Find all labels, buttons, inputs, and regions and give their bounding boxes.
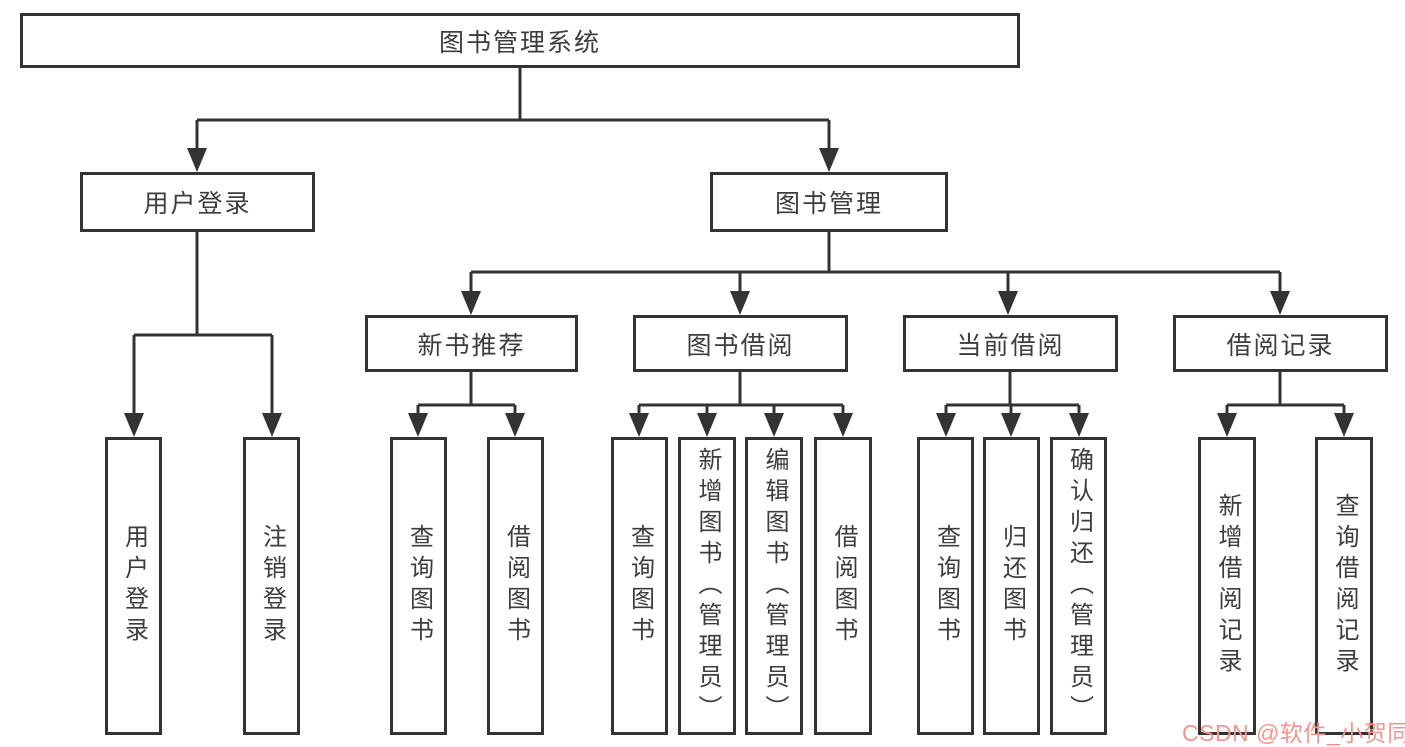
arrow-to-borrow-records <box>1270 291 1290 315</box>
node-borrow-records-label: 借阅记录 <box>1226 331 1335 360</box>
node-add-books-admin: 新增图书（管理员） <box>678 437 736 735</box>
connector-bookborrow-to-leaves <box>637 372 845 415</box>
node-query-books-2: 查询图书 <box>611 437 668 735</box>
arrow-to-add-books-admin <box>697 413 717 437</box>
arrow-to-confirm-return <box>1069 413 1089 437</box>
node-new-book-rec: 新书推荐 <box>365 315 578 372</box>
arrow-to-query-borrow-record <box>1334 413 1354 437</box>
node-book-borrow-label: 图书借阅 <box>686 331 795 360</box>
arrow-to-logout-leaf <box>262 413 282 437</box>
arrow-to-user-login-leaf <box>124 413 144 437</box>
connector-bookmgmt-to-level3 <box>469 232 1282 293</box>
node-borrow-books-2: 借阅图书 <box>814 437 872 735</box>
node-root: 图书管理系统 <box>20 13 1020 68</box>
connector-currentborrow-to-leaves <box>944 372 1081 415</box>
arrow-to-return-books <box>1001 413 1021 437</box>
csdn-watermark: CSDN @软件_小贺同学 <box>1182 720 1405 746</box>
connector-root-to-level2 <box>195 68 831 150</box>
node-return-books-label: 归还图书 <box>998 524 1026 648</box>
node-add-borrow-record-label: 新增借阅记录 <box>1214 493 1241 679</box>
arrow-to-user-login-branch <box>187 148 207 172</box>
node-return-books: 归还图书 <box>983 437 1040 735</box>
arrow-to-query-books-3 <box>936 413 956 437</box>
node-user-login-leaf: 用户登录 <box>105 437 162 735</box>
node-query-borrow-record-label: 查询借阅记录 <box>1331 493 1358 679</box>
node-borrow-records: 借阅记录 <box>1173 315 1388 372</box>
node-logout-leaf: 注销登录 <box>243 437 300 735</box>
arrow-to-book-mgmt <box>819 148 839 172</box>
arrow-to-edit-books-admin <box>764 413 784 437</box>
arrow-to-query-books-1 <box>408 413 428 437</box>
node-user-login-branch: 用户登录 <box>80 172 315 232</box>
node-current-borrow: 当前借阅 <box>903 315 1118 372</box>
node-query-books-3-label: 查询图书 <box>932 524 960 648</box>
node-query-books-3: 查询图书 <box>917 437 974 735</box>
node-confirm-return-admin-label: 确认归还（管理员） <box>1065 446 1093 726</box>
node-query-books-2-label: 查询图书 <box>626 524 654 648</box>
arrow-to-book-borrow <box>730 291 750 315</box>
node-borrow-books-1-label: 借阅图书 <box>502 524 530 648</box>
arrow-to-borrow-books-2 <box>833 413 853 437</box>
arrow-to-query-books-2 <box>629 413 649 437</box>
node-new-book-rec-label: 新书推荐 <box>417 331 526 360</box>
node-user-login-branch-label: 用户登录 <box>143 190 252 218</box>
node-edit-books-admin: 编辑图书（管理员） <box>745 437 803 735</box>
node-book-mgmt: 图书管理 <box>710 172 948 232</box>
node-query-books-1-label: 查询图书 <box>405 524 433 648</box>
node-root-label: 图书管理系统 <box>438 28 601 57</box>
node-borrow-books-1: 借阅图书 <box>487 437 544 735</box>
node-confirm-return-admin: 确认归还（管理员） <box>1050 437 1107 735</box>
connector-newbookrec-to-leaves <box>416 372 517 415</box>
node-edit-books-admin-label: 编辑图书（管理员） <box>761 446 788 726</box>
node-book-borrow: 图书借阅 <box>633 315 848 372</box>
arrow-to-new-book-rec <box>461 291 481 315</box>
node-borrow-books-2-label: 借阅图书 <box>830 524 857 648</box>
arrow-to-current-borrow <box>998 291 1018 315</box>
node-add-books-admin-label: 新增图书（管理员） <box>694 446 721 726</box>
node-book-mgmt-label: 图书管理 <box>774 190 883 218</box>
node-add-borrow-record: 新增借阅记录 <box>1198 437 1256 735</box>
node-user-login-leaf-label: 用户登录 <box>120 524 148 648</box>
node-query-books-1: 查询图书 <box>390 437 447 735</box>
arrow-to-borrow-books-1 <box>505 413 525 437</box>
connector-userlogin-to-leaves <box>132 232 274 415</box>
connector-borrowrecords-to-leaves <box>1225 372 1346 415</box>
node-query-borrow-record: 查询借阅记录 <box>1315 437 1373 735</box>
node-logout-leaf-label: 注销登录 <box>258 524 286 648</box>
node-current-borrow-label: 当前借阅 <box>956 331 1065 360</box>
arrow-to-add-borrow-record <box>1217 413 1237 437</box>
